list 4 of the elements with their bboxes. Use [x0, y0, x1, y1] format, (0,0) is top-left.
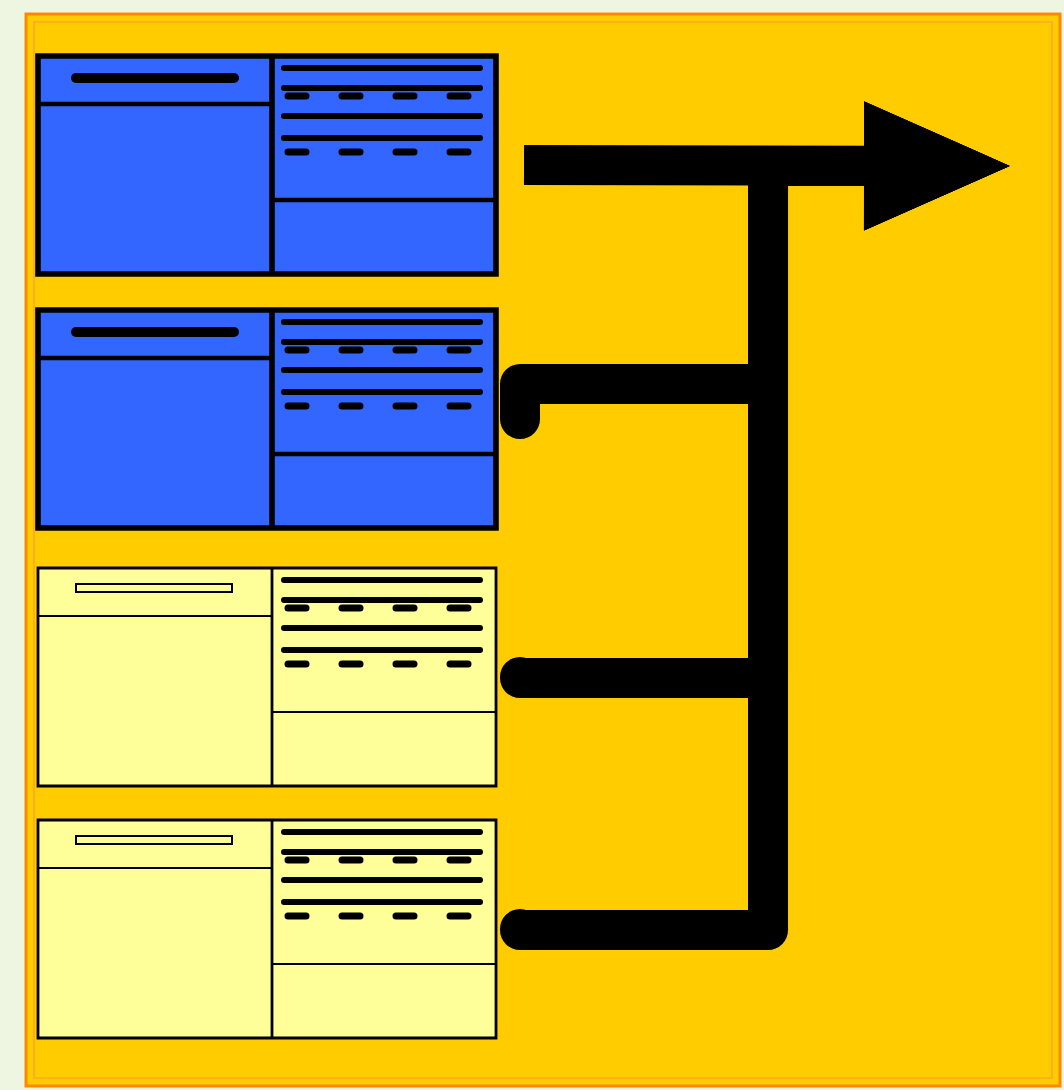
window-drawing: [36, 566, 498, 788]
window-drawing: [35, 307, 499, 531]
window-drawing: [36, 818, 498, 1040]
window-drawing: [35, 53, 499, 277]
